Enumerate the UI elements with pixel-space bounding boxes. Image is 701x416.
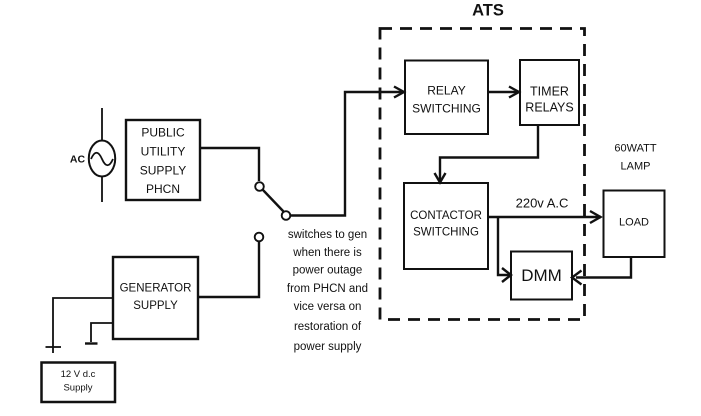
svg-text:60WATT: 60WATT (614, 143, 656, 155)
svg-text:12 V d.c: 12 V d.c (61, 369, 96, 380)
svg-text:SWITCHING: SWITCHING (412, 102, 481, 116)
svg-text:power outage: power outage (293, 265, 363, 277)
svg-text:Supply: Supply (63, 383, 92, 394)
svg-text:AC: AC (70, 154, 86, 166)
svg-text:PHCN: PHCN (146, 182, 180, 196)
svg-text:TIMER: TIMER (530, 85, 569, 99)
svg-text:220v A.C: 220v A.C (516, 196, 569, 211)
svg-text:SUPPLY: SUPPLY (133, 300, 178, 312)
svg-text:UTILITY: UTILITY (141, 145, 186, 159)
svg-text:DMM: DMM (521, 266, 562, 285)
svg-text:ATS: ATS (472, 2, 504, 20)
svg-text:LAMP: LAMP (621, 161, 651, 173)
svg-text:from PHCN and: from PHCN and (287, 283, 368, 295)
svg-text:RELAY: RELAY (427, 84, 465, 98)
svg-text:GENERATOR: GENERATOR (120, 283, 192, 295)
svg-text:restoration of: restoration of (294, 321, 362, 333)
svg-text:SUPPLY: SUPPLY (140, 164, 186, 178)
svg-text:SWITCHING: SWITCHING (413, 227, 479, 239)
svg-text:CONTACTOR: CONTACTOR (410, 210, 482, 222)
svg-text:vice versa on: vice versa on (294, 301, 362, 313)
svg-text:power supply: power supply (294, 341, 362, 353)
svg-text:when there is: when there is (292, 247, 362, 259)
svg-text:RELAYS: RELAYS (525, 101, 573, 115)
svg-text:switches to gen: switches to gen (288, 229, 367, 241)
svg-text:LOAD: LOAD (619, 217, 649, 229)
svg-text:PUBLIC: PUBLIC (141, 126, 185, 140)
